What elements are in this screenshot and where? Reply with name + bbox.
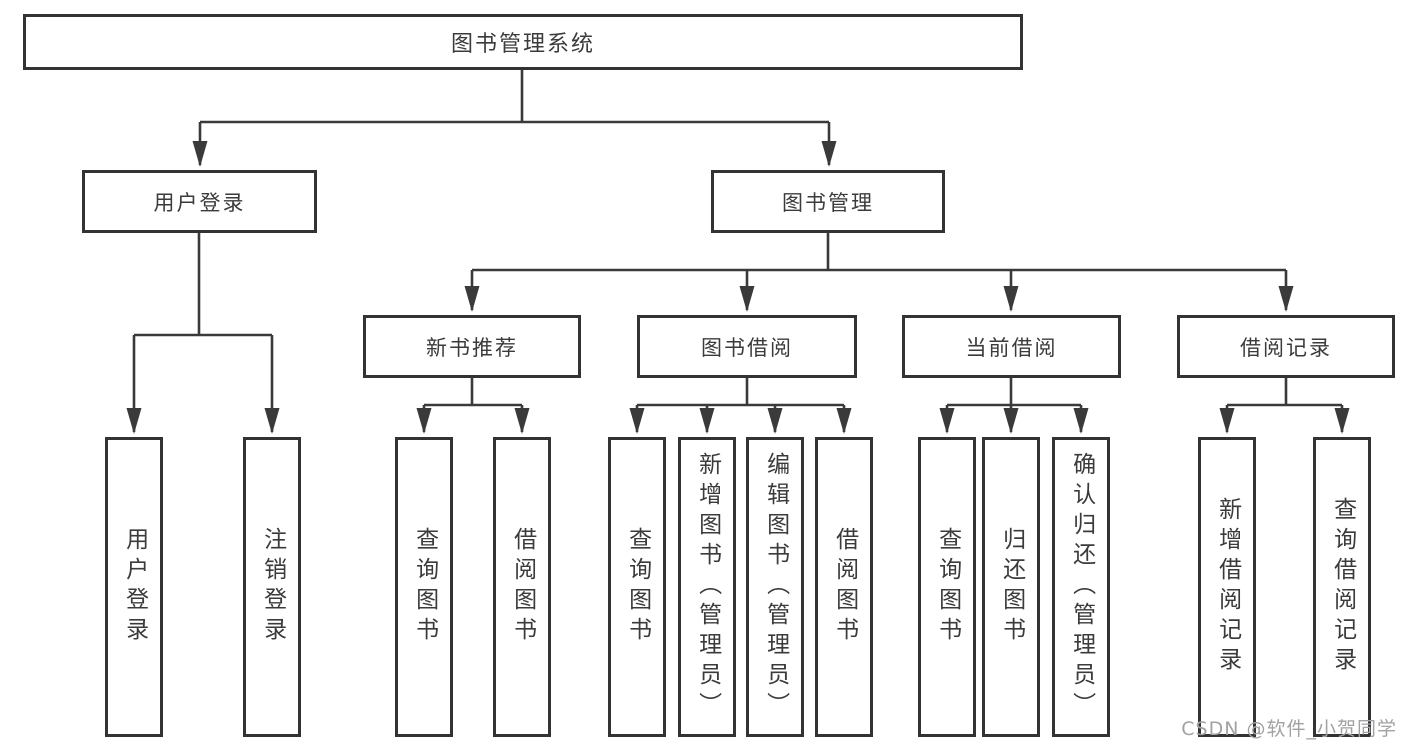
node-leaf-edit-book-admin: 编辑图书（管理员） xyxy=(746,437,804,737)
node-leaf-return-books: 归还图书 xyxy=(982,437,1040,737)
node-label: 借阅图书 xyxy=(509,527,536,647)
node-label: 图书管理系统 xyxy=(450,32,595,57)
node-book-management: 图书管理 xyxy=(711,170,945,233)
node-label: 查询图书 xyxy=(934,527,961,647)
node-label: 新增图书（管理员） xyxy=(694,452,721,722)
node-borrow-records: 借阅记录 xyxy=(1177,315,1395,378)
node-leaf-add-borrow-record: 新增借阅记录 xyxy=(1198,437,1256,737)
node-leaf-add-book-admin: 新增图书（管理员） xyxy=(678,437,736,737)
node-leaf-query-borrow-record: 查询借阅记录 xyxy=(1313,437,1371,737)
node-label: 查询借阅记录 xyxy=(1329,497,1356,677)
node-leaf-confirm-return-admin: 确认归还（管理员） xyxy=(1052,437,1110,737)
node-label: 图书借阅 xyxy=(701,335,793,360)
node-label: 当前借阅 xyxy=(965,335,1058,360)
node-label: 用户登录 xyxy=(121,527,148,647)
node-library-management-system: 图书管理系统 xyxy=(23,14,1023,70)
node-label: 确认归还（管理员） xyxy=(1068,452,1095,722)
node-label: 借阅图书 xyxy=(831,527,858,647)
node-leaf-borrow-books-2: 借阅图书 xyxy=(815,437,873,737)
node-leaf-logout: 注销登录 xyxy=(243,437,301,737)
node-leaf-borrow-books-1: 借阅图书 xyxy=(493,437,551,737)
node-current-borrowing: 当前借阅 xyxy=(902,315,1121,378)
node-label: 借阅记录 xyxy=(1240,335,1332,360)
node-leaf-query-books-3: 查询图书 xyxy=(918,437,976,737)
node-label: 查询图书 xyxy=(411,527,438,647)
node-label: 编辑图书（管理员） xyxy=(762,452,789,722)
node-leaf-query-books-1: 查询图书 xyxy=(395,437,453,737)
node-label: 新书推荐 xyxy=(426,335,518,360)
node-new-book-recommend: 新书推荐 xyxy=(363,315,581,378)
node-label: 注销登录 xyxy=(259,527,286,647)
node-label: 新增借阅记录 xyxy=(1214,497,1241,677)
csdn-watermark: CSDN @软件_小贺同学 xyxy=(1181,718,1397,740)
node-label: 图书管理 xyxy=(782,190,874,215)
node-label: 归还图书 xyxy=(998,527,1025,647)
node-user-login: 用户登录 xyxy=(82,170,317,233)
node-book-borrowing: 图书借阅 xyxy=(637,315,857,378)
node-label: 用户登录 xyxy=(153,190,246,215)
node-leaf-user-login: 用户登录 xyxy=(105,437,163,737)
node-label: 查询图书 xyxy=(624,527,651,647)
node-leaf-query-books-2: 查询图书 xyxy=(608,437,666,737)
